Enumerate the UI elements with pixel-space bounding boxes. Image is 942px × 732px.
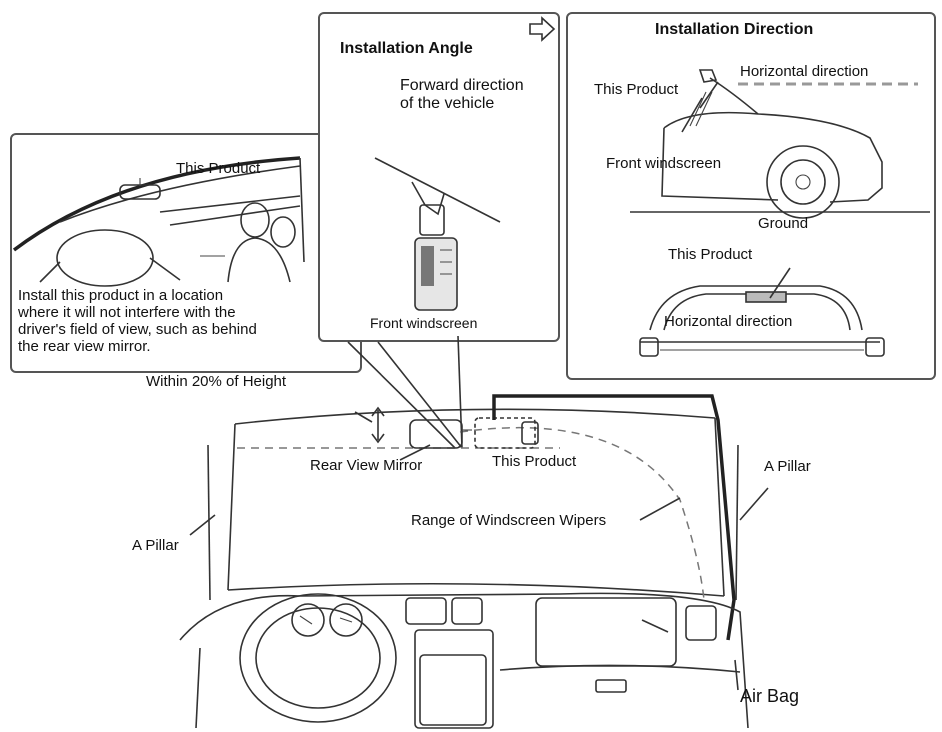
install-note-line-4: the rear view mirror. (18, 338, 151, 355)
car-side-sketch (630, 69, 930, 219)
install-note-line-1: Install this product in a location (18, 287, 224, 304)
direction-product-label: This Product (594, 81, 679, 98)
interior-product-label: This Product (176, 160, 261, 177)
arrow-right-icon (529, 16, 556, 42)
height-limit-label: Within 20% of Height (146, 373, 287, 390)
forward-direction-line-2: of the vehicle (400, 95, 495, 112)
angle-windscreen-label: Front windscreen (370, 315, 478, 331)
installation-direction-panel (566, 12, 936, 380)
ground-label: Ground (758, 215, 809, 232)
direction-horizontal-label: Horizontal direction (740, 63, 869, 80)
install-note-line-2: where it will not interfere with the (18, 304, 236, 321)
main-product-label: This Product (492, 453, 577, 470)
windscreen-main (189, 394, 769, 641)
a-pillar-left-label: A Pillar (132, 537, 179, 554)
rear-view-mirror-label: Rear View Mirror (310, 457, 423, 474)
forward-direction-line-1: Forward direction (400, 77, 524, 94)
a-pillar-right-label: A Pillar (764, 458, 811, 475)
air-bag-label: Air Bag (740, 686, 800, 706)
install-note-line-3: driver's field of view, such as behind (18, 321, 257, 338)
direction-windscreen-label: Front windscreen (606, 155, 722, 172)
direction-horizontal-label-2: Horizontal direction (664, 313, 793, 330)
dashboard (179, 592, 749, 729)
car-front-sketch (639, 267, 885, 357)
installation-direction-title: Installation Direction (655, 21, 814, 38)
pointer-arrows (354, 411, 681, 521)
installation-angle-title: Installation Angle (340, 40, 473, 57)
interior-sketch (12, 156, 305, 287)
wipers-range-label: Range of Windscreen Wipers (411, 512, 607, 529)
direction-product-label-2: This Product (668, 246, 753, 263)
callout-lines (347, 335, 463, 449)
angle-sketch (374, 157, 501, 311)
